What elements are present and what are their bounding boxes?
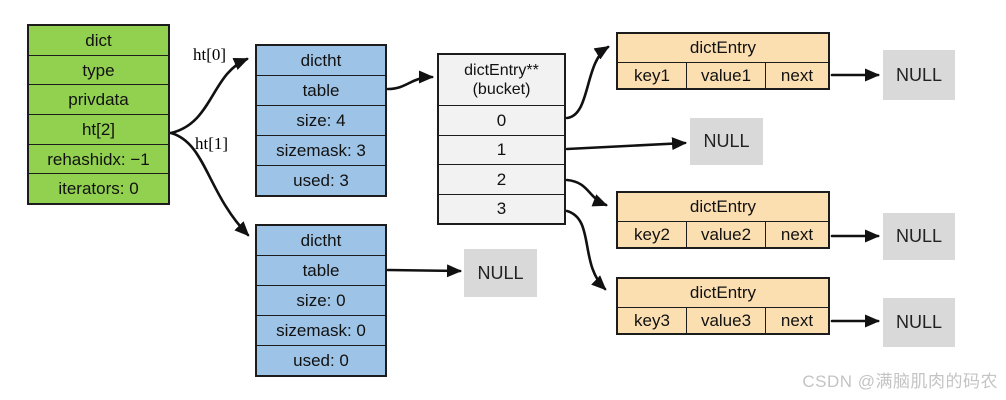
watermark-text: CSDN @满脑肌肉的码农	[802, 372, 998, 391]
dictht-top-row-table: table	[257, 76, 385, 106]
entry3-cells: key3 value3 next	[618, 308, 828, 333]
entry2-value-cell: value2	[687, 222, 766, 247]
entry2-key-cell: key2	[618, 222, 687, 247]
dictht-bottom-row-sizemask: sizemask: 0	[257, 316, 385, 346]
entry3-key-cell: key3	[618, 308, 687, 333]
bucket-slot-1: 1	[439, 136, 564, 165]
arrow-table2-to-null	[386, 264, 462, 278]
pointer-label-ht0: ht[0]	[193, 45, 227, 64]
entry1-next-cell: next	[780, 65, 814, 85]
entry1-cells: key1 value1 next	[618, 63, 828, 88]
dictht-top-row-sizemask: sizemask: 3	[257, 136, 385, 166]
bucket-slot-3: 3	[496, 199, 507, 219]
dict-entry-3: dictEntry key3 value3 next	[616, 277, 830, 335]
entry1-key-cell: key1	[618, 63, 687, 88]
dictht-top-row-title: dictht	[257, 46, 385, 76]
bucket-header: dictEntry** (bucket)	[439, 55, 564, 106]
bucket-header-line1: dictEntry**	[464, 62, 539, 79]
dictht-bottom-row-table: table	[257, 256, 385, 286]
arrow-bucket3-to-entry3	[565, 209, 607, 291]
bucket-array-box: dictEntry** (bucket) 0 1 2 3	[437, 53, 566, 225]
dict-entry-1: dictEntry key1 value1 next	[616, 32, 830, 90]
dictht-top-box: dictht table size: 4 sizemask: 3 used: 3	[255, 44, 387, 197]
entry3-header: dictEntry	[618, 279, 828, 308]
null-box-entry2: NULL	[883, 213, 955, 260]
arrow-bucket0-to-entry1	[565, 45, 610, 120]
dictht-top-row-size: size: 4	[257, 106, 385, 136]
bucket-slot-2: 2	[439, 165, 564, 195]
null-box-entry3: NULL	[883, 298, 955, 347]
null-box-bucket1: NULL	[690, 118, 763, 165]
null-box-ht1-table: NULL	[464, 249, 537, 297]
dict-row-title: dict	[29, 26, 168, 56]
dict-row-privdata: privdata	[29, 85, 168, 116]
dictht-bottom-row-title: dictht	[257, 226, 385, 256]
dictht-top-row-used: used: 3	[293, 171, 349, 190]
bucket-slot-0: 0	[439, 106, 564, 136]
null-box-entry1: NULL	[883, 50, 955, 100]
arrow-bucket1-to-null	[565, 137, 687, 151]
arrow-ht0	[169, 57, 249, 135]
dict-entry-2: dictEntry key2 value2 next	[616, 191, 830, 249]
dictht-bottom-row-used: used: 0	[293, 351, 349, 370]
dict-row-iterators: iterators: 0	[58, 179, 139, 199]
dict-row-type: type	[29, 56, 168, 86]
entry2-header: dictEntry	[618, 193, 828, 222]
dict-row-rehashidx: rehashidx: −1	[29, 145, 168, 175]
entry1-value-cell: value1	[687, 63, 766, 88]
entry2-next-cell: next	[780, 224, 814, 244]
dict-row-ht2: ht[2]	[29, 115, 168, 145]
bucket-header-line2: (bucket)	[472, 81, 531, 98]
entry3-value-cell: value3	[687, 308, 766, 333]
entry2-cells: key2 value2 next	[618, 222, 828, 247]
arrow-table-to-bucket	[386, 70, 434, 91]
dictht-bottom-row-size: size: 0	[257, 286, 385, 316]
pointer-label-ht1: ht[1]	[195, 134, 229, 153]
arrow-bucket2-to-entry2	[565, 178, 608, 207]
dict-struct-box: dict type privdata ht[2] rehashidx: −1 i…	[27, 24, 170, 205]
entry3-next-cell: next	[780, 310, 814, 330]
dictht-bottom-box: dictht table size: 0 sizemask: 0 used: 0	[255, 224, 387, 377]
entry1-header: dictEntry	[618, 34, 828, 63]
